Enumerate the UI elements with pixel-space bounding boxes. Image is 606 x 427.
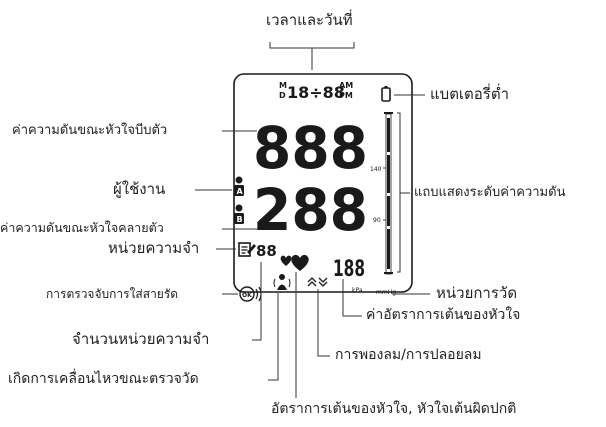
- leader-pulse: [342, 279, 362, 317]
- leader-bar: [397, 112, 410, 273]
- label-heart-rhythm: อัตราการเต้นของหัวใจ, หัวใจเต้นผิดปกติ: [271, 401, 517, 417]
- label-cuff-check: การตรวจจับการใส่สายรัด: [46, 287, 179, 301]
- label-diastolic: ค่าความดันขณะหัวใจคลายตัว: [0, 220, 164, 235]
- scale-140: 140: [370, 166, 382, 173]
- label-unit: หน่วยการวัด: [436, 284, 518, 302]
- clock-digits: 18÷88: [287, 83, 345, 102]
- motion-icon: [273, 274, 291, 290]
- memory-icon: [238, 242, 256, 257]
- cuff-ok-icon: OK: [239, 286, 262, 302]
- label-memory: หน่วยความจำ: [108, 239, 200, 257]
- user-a-icon: A: [234, 176, 244, 196]
- user-b-letter: B: [237, 215, 243, 224]
- leader-memory-count: [252, 262, 262, 341]
- systolic-digits: 888: [253, 114, 368, 182]
- label-pulse: ค่าอัตราการเต้นของหัวใจ: [366, 307, 521, 323]
- am-indicator: AM: [339, 81, 353, 90]
- label-memory-count: จำนวนหน่วยความจำ: [72, 330, 210, 348]
- pulse-digits: 188: [333, 257, 365, 282]
- day-letter: D: [279, 91, 286, 100]
- label-time-date: เวลาและวันที่: [266, 11, 353, 29]
- month-letter: M: [279, 81, 287, 90]
- heart-icon: [291, 254, 309, 271]
- kpa-unit: kPa: [352, 287, 363, 294]
- label-bar-indicator: แถบแสดงระดับค่าความดัน: [414, 185, 566, 200]
- pm-indicator: PM: [339, 91, 353, 100]
- label-systolic: ค่าความดันขณะหัวใจบีบตัว: [12, 123, 168, 138]
- pressure-bar-graph: [383, 112, 393, 275]
- user-a-letter: A: [237, 187, 244, 196]
- ok-text: OK: [242, 292, 252, 299]
- memory-digits: 88: [256, 242, 277, 260]
- leader-motion: [268, 293, 279, 381]
- leader-lines: [195, 42, 430, 398]
- label-motion: เกิดการเคลื่อนไหวขณะตรวจวัด: [8, 371, 199, 387]
- diastolic-digits: 288: [253, 176, 368, 244]
- leader-time-date: [269, 42, 355, 70]
- label-user: ผู้ใช้งาน: [113, 180, 166, 198]
- label-low-battery: แบตเตอรี่ต่ำ: [430, 85, 510, 103]
- lcd-frame: [233, 73, 413, 293]
- leader-inflate: [317, 289, 330, 357]
- inflate-deflate-icon: [307, 277, 328, 287]
- user-b-icon: B: [234, 204, 244, 224]
- label-inflate-deflate: การพองลม/การปลอยลม: [335, 347, 482, 363]
- irregular-heart-icon: [280, 255, 292, 266]
- scale-90: 90: [373, 217, 381, 224]
- battery-icon: [381, 86, 391, 102]
- mmhg-unit: mmHg: [376, 289, 396, 296]
